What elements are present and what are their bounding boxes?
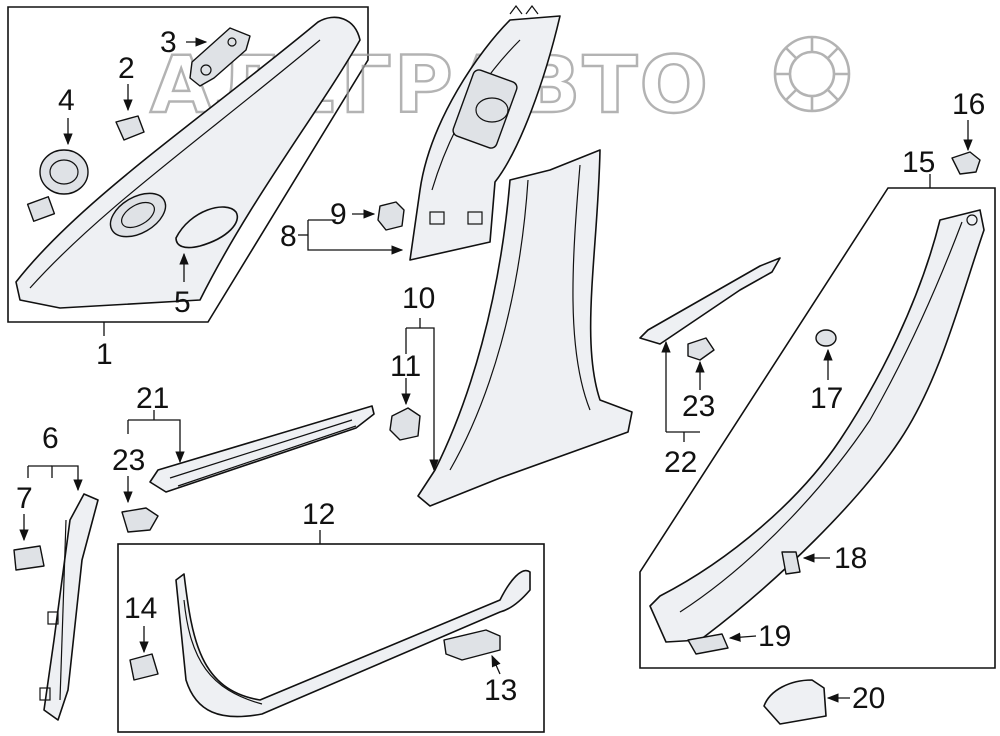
frame-group-1 (7, 6, 369, 323)
callout-17: 17 (810, 382, 843, 415)
part-17-clip (815, 329, 837, 347)
part-3-bracket (189, 27, 251, 87)
part-10-b-pillar-lower-trim (417, 149, 633, 507)
callout-7: 7 (16, 482, 33, 515)
leader-lines (19, 37, 973, 703)
part-4-speaker (26, 149, 89, 222)
part-11-clip (389, 407, 421, 441)
callout-19: 19 (758, 620, 791, 653)
part-6-garnish (39, 493, 99, 721)
callout-21: 21 (136, 382, 169, 415)
callout-22: 22 (664, 446, 697, 479)
part-21-scuff-plate (149, 405, 375, 493)
part-13-clip (443, 629, 501, 661)
callout-4: 4 (58, 84, 75, 117)
callout-1: 1 (96, 338, 113, 371)
part-19-clip (687, 633, 729, 655)
callout-10: 10 (402, 282, 435, 315)
callout-16: 16 (952, 88, 985, 121)
callout-11: 11 (390, 350, 421, 383)
part-12-rocker-panel (175, 569, 531, 718)
callout-13: 13 (484, 674, 517, 707)
callout-23-left: 23 (112, 444, 145, 477)
part-14-clip (129, 653, 159, 681)
callout-15: 15 (902, 146, 935, 179)
part-23-clip-right (687, 337, 715, 361)
callout-14: 14 (124, 592, 157, 625)
part-9-clip (377, 201, 405, 231)
part-16-push-pin (951, 151, 981, 175)
callout-18: 18 (834, 542, 867, 575)
part-18-clip (781, 551, 801, 575)
part-15-c-pillar-trim (649, 209, 985, 643)
callout-3: 3 (160, 26, 177, 59)
part-23-clip-left (121, 507, 159, 533)
part-5-cover (175, 206, 239, 249)
frame-group-12 (117, 543, 545, 733)
frame-group-15 (639, 187, 996, 669)
callout-20: 20 (852, 682, 885, 715)
callout-6: 6 (42, 422, 59, 455)
callout-5: 5 (174, 286, 191, 319)
part-1-a-pillar-trim (15, 16, 361, 309)
part-20-bracket (763, 679, 827, 725)
part-22-scuff (639, 257, 781, 345)
callout-8: 8 (280, 220, 297, 253)
part-8-b-pillar-upper-trim (409, 5, 561, 261)
callout-2: 2 (118, 52, 135, 85)
callout-9: 9 (330, 198, 347, 231)
callout-12: 12 (302, 498, 335, 531)
callout-23-right: 23 (682, 390, 715, 423)
part-2-clip (115, 115, 145, 141)
part-7-clip (13, 545, 45, 571)
